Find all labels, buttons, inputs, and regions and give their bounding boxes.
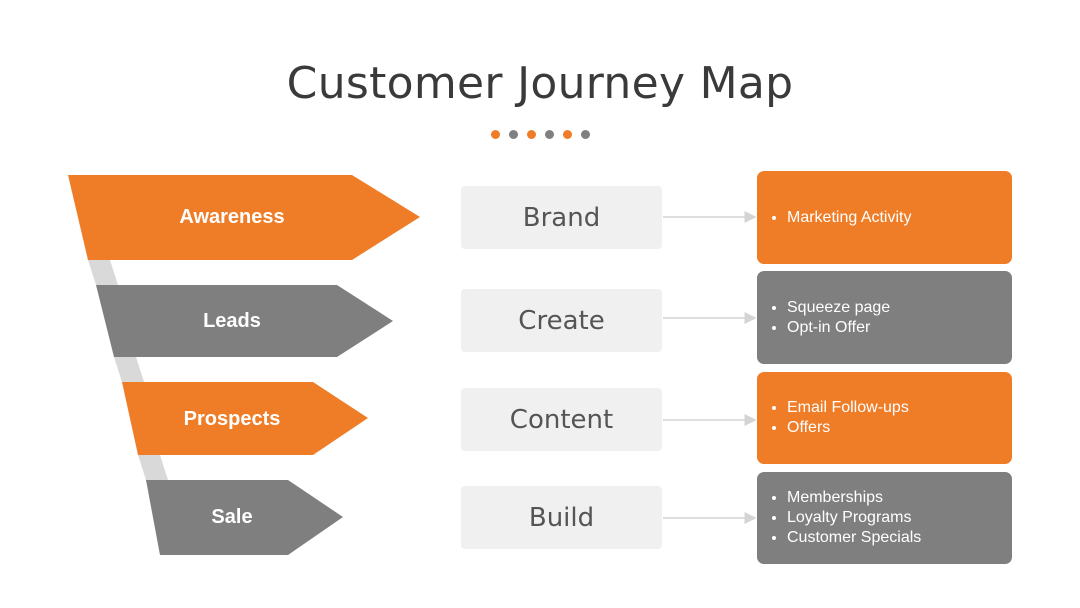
detail-item: Opt-in Offer — [787, 318, 1000, 338]
detail-item: Offers — [787, 418, 1000, 438]
action-box-build: Build — [461, 486, 662, 549]
detail-item: Email Follow-ups — [787, 398, 1000, 418]
action-box-content: Content — [461, 388, 662, 451]
stage-label-sale: Sale — [211, 506, 253, 528]
action-box-brand: Brand — [461, 186, 662, 249]
funnel-strip — [138, 455, 168, 480]
dot-icon — [508, 130, 518, 139]
dot-icon — [490, 130, 500, 139]
stage-arrow-awareness — [68, 175, 420, 260]
detail-list: Marketing Activity — [769, 208, 1000, 228]
stage-label-leads: Leads — [203, 310, 261, 332]
detail-item: Memberships — [787, 488, 1000, 508]
funnel-strip — [88, 260, 118, 285]
stage-label-prospects: Prospects — [183, 408, 281, 430]
detail-item: Squeeze page — [787, 298, 1000, 318]
action-box-create: Create — [461, 289, 662, 352]
stage-arrow-sale — [146, 480, 343, 555]
funnel-strip — [114, 357, 144, 382]
detail-item: Customer Specials — [787, 528, 1000, 548]
page-title: Customer Journey Map — [286, 58, 794, 109]
detail-box-sale: Memberships Loyalty Programs Customer Sp… — [757, 472, 1012, 564]
dot-icon — [544, 130, 554, 139]
dot-icon — [580, 130, 590, 139]
decorative-dots — [0, 130, 1080, 139]
detail-item: Marketing Activity — [787, 208, 1000, 228]
dot-icon — [562, 130, 572, 139]
stage-arrow-leads — [96, 285, 393, 357]
dot-icon — [526, 130, 536, 139]
detail-list: Email Follow-ups Offers — [769, 398, 1000, 438]
detail-list: Squeeze page Opt-in Offer — [769, 298, 1000, 338]
detail-list: Memberships Loyalty Programs Customer Sp… — [769, 488, 1000, 548]
detail-item: Loyalty Programs — [787, 508, 1000, 528]
stage-label-awareness: Awareness — [179, 206, 285, 228]
detail-box-prospects: Email Follow-ups Offers — [757, 372, 1012, 464]
detail-box-leads: Squeeze page Opt-in Offer — [757, 271, 1012, 364]
stage-arrow-prospects — [122, 382, 368, 455]
detail-box-awareness: Marketing Activity — [757, 171, 1012, 264]
